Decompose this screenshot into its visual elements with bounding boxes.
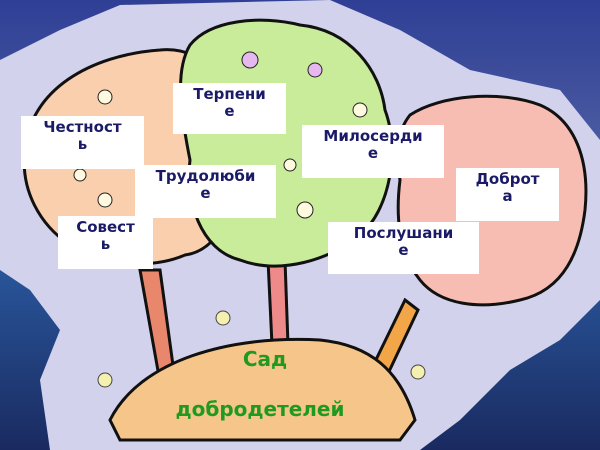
label-line: е	[200, 184, 211, 202]
label-trudolyubie: Трудолюби е	[135, 165, 276, 218]
flower-icon	[73, 51, 368, 219]
label-line: а	[502, 187, 513, 205]
slide-title-line1: Сад	[242, 347, 288, 371]
label-terpenie: Терпени е	[173, 83, 286, 134]
label-line: Честност	[43, 118, 122, 136]
label-line: Терпени	[193, 85, 266, 103]
sprout-icon	[97, 372, 113, 388]
trunk-middle	[266, 258, 290, 347]
label-line: Милосерди	[323, 127, 423, 145]
sprout-icon	[215, 310, 231, 326]
ground-mound	[108, 337, 417, 442]
label-line: Доброт	[475, 170, 540, 188]
label-line: е	[398, 241, 409, 259]
label-poslushanie: Послушани е	[328, 222, 479, 274]
label-line: Трудолюби	[155, 167, 256, 185]
slide-title-line2: добродетелей	[175, 397, 345, 421]
label-dobrota: Доброт а	[456, 168, 559, 221]
label-line: ь	[77, 135, 88, 153]
label-miloserdie: Милосерди е	[302, 125, 444, 178]
label-sovest: Совест ь	[58, 216, 153, 269]
label-line: е	[367, 144, 379, 162]
label-line: Совест	[76, 218, 135, 236]
label-chestnost: Честност ь	[21, 116, 144, 169]
label-line: ь	[100, 235, 111, 253]
sprout-icon	[410, 364, 426, 380]
label-line: Послушани	[353, 224, 454, 242]
label-line: е	[224, 102, 235, 120]
